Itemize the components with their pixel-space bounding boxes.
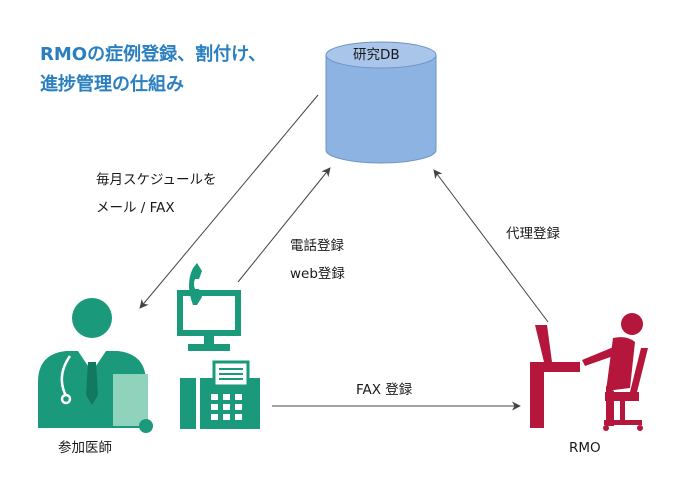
rmo-label: RMO bbox=[569, 440, 601, 456]
phone-registration-line: 電話登録 bbox=[290, 238, 344, 254]
doctor-label: 参加医師 bbox=[58, 440, 112, 456]
monthly-schedule-label: 毎月スケジュールを メール / FAX bbox=[96, 166, 217, 222]
monthly-schedule-line-1: 毎月スケジュールを bbox=[96, 172, 217, 188]
phone-web-label: 電話登録 web登録 bbox=[290, 232, 345, 288]
database-cylinder bbox=[325, 41, 437, 164]
phone-monitor-icon bbox=[177, 263, 241, 351]
arrow-phone-to-db bbox=[237, 167, 331, 283]
fax-registration-label: FAX 登録 bbox=[356, 382, 413, 398]
title-line-2: 進捗管理の仕組み bbox=[40, 74, 184, 95]
web-registration-line: web登録 bbox=[290, 266, 345, 282]
arrow-db-to-doctor bbox=[139, 94, 319, 309]
title-line-1: RMOの症例登録、割付け、 bbox=[40, 44, 267, 65]
proxy-registration-label: 代理登録 bbox=[506, 226, 560, 242]
arrow-rmo-to-db bbox=[433, 169, 549, 323]
doctor-icon bbox=[38, 298, 153, 433]
diagram-title: RMOの症例登録、割付け、 進捗管理の仕組み bbox=[40, 40, 266, 100]
rmo-person-icon bbox=[530, 313, 648, 431]
database-label: 研究DB bbox=[353, 47, 400, 63]
monthly-schedule-line-2: メール / FAX bbox=[96, 200, 175, 216]
fax-machine-icon bbox=[180, 360, 260, 429]
